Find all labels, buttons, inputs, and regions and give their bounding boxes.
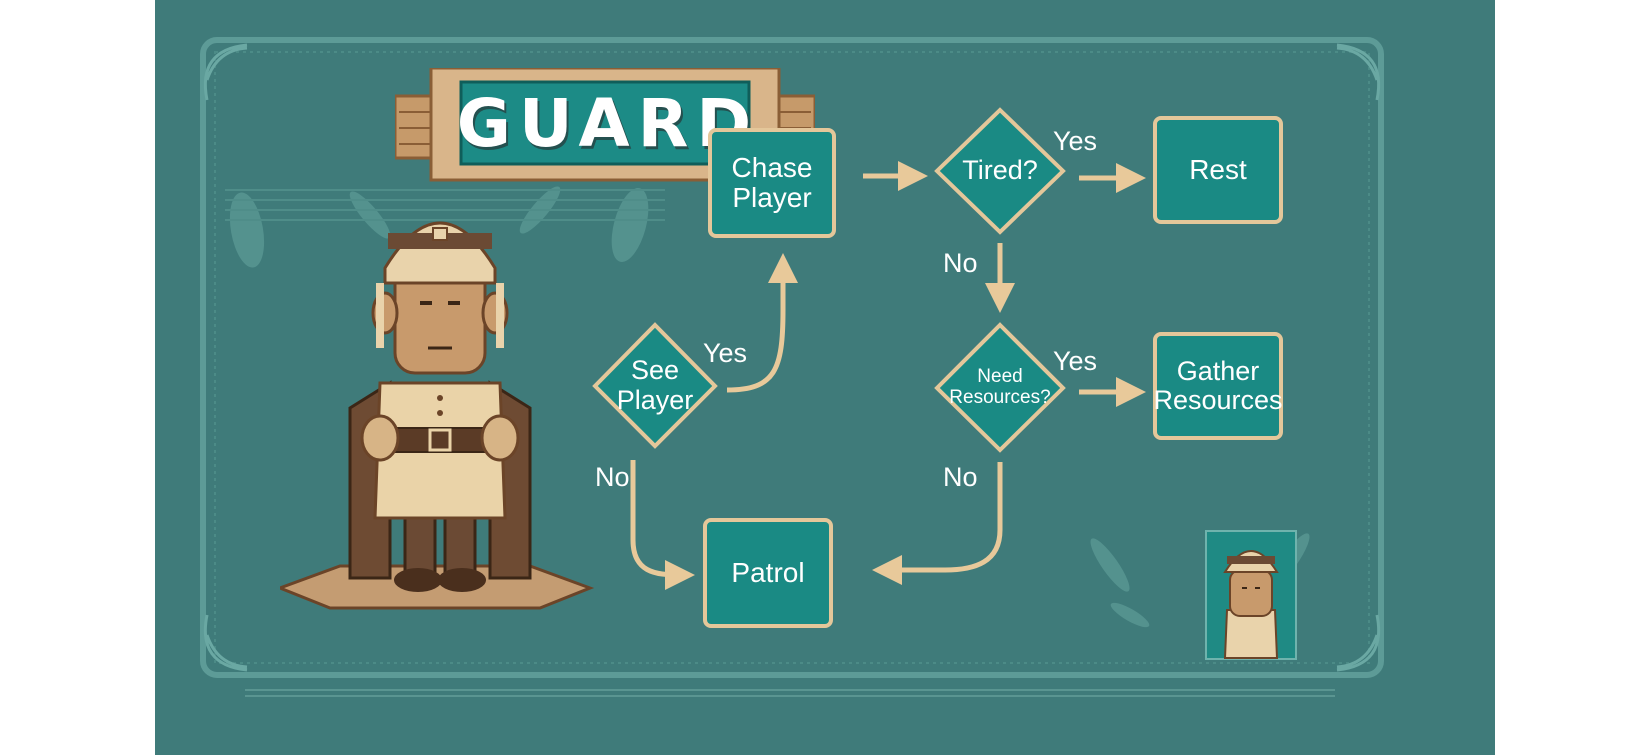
edge-see-player-to-chase-player xyxy=(726,253,798,393)
label-chase-player: Chase Player xyxy=(731,151,813,213)
label-rest: Rest xyxy=(1189,153,1247,185)
node-patrol xyxy=(703,518,833,628)
label-patrol: Patrol xyxy=(731,556,805,588)
node-gather-resources xyxy=(1153,332,1283,440)
node-tired xyxy=(934,107,1066,235)
guard-portrait xyxy=(1205,530,1297,660)
label-need-resources: Need Resources? xyxy=(949,365,1051,408)
node-rest xyxy=(1153,116,1283,224)
label-gather-resources: Gather Resources xyxy=(1153,355,1283,415)
diagram-title: GUARD xyxy=(456,84,760,162)
diagram-panel: GUARD xyxy=(155,0,1495,755)
edge-label-need-resources-no: No xyxy=(943,462,978,492)
edge-label-need-resources-yes: Yes xyxy=(1053,346,1098,376)
decorative-frame xyxy=(200,37,1384,697)
edge-label-see-player-no: No xyxy=(595,462,630,492)
label-see-player: See Player xyxy=(616,355,694,415)
title-plank xyxy=(395,68,815,182)
node-chase-player xyxy=(708,128,836,238)
edge-see-player-to-patrol xyxy=(630,460,695,590)
label-tired: Tired? xyxy=(962,155,1038,186)
guard-figure xyxy=(280,221,595,610)
node-see-player xyxy=(592,322,718,449)
edge-label-tired-yes: Yes xyxy=(1053,126,1098,156)
edge-label-see-player-yes: Yes xyxy=(703,338,748,368)
flowchart xyxy=(592,107,1283,628)
node-need-resources xyxy=(934,322,1066,453)
edge-need-resources-to-patrol xyxy=(872,462,1003,585)
edge-label-tired-no: No xyxy=(943,248,978,278)
